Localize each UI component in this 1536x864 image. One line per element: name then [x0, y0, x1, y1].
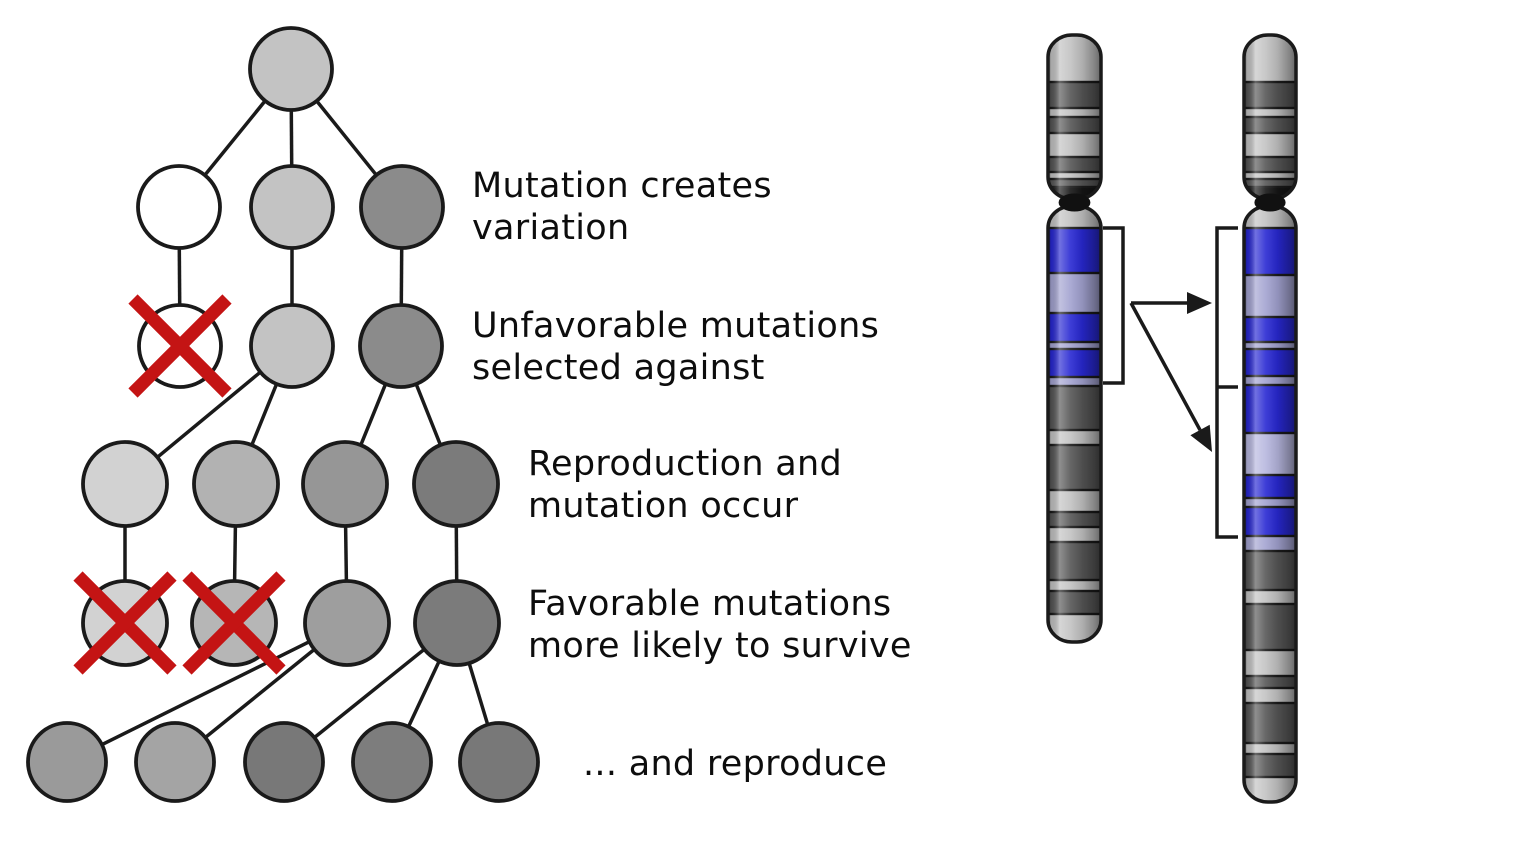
stage-label-unfavorable-line2: selected against: [472, 348, 765, 388]
tree-node: [358, 303, 444, 389]
tree-node: [413, 579, 501, 667]
chromosome-right-arm-0: [1244, 35, 1296, 199]
chromosome-right: [1242, 33, 1298, 804]
stage-label-mutation-creates-line2: variation: [472, 208, 629, 248]
tree-node: [134, 721, 216, 803]
stage-labels: Mutation creates variation Unfavorable m…: [472, 166, 912, 784]
cross-mark-stroke: [182, 571, 286, 675]
metallic-sheen: [1244, 206, 1296, 802]
tree-node: [26, 721, 108, 803]
bracket-target-region: [1215, 226, 1238, 539]
tree-node: [136, 164, 222, 250]
tree-node: [249, 303, 335, 389]
brackets: [1103, 226, 1238, 539]
metallic-sheen: [1048, 206, 1101, 642]
tree-node: [81, 440, 169, 528]
tree-node: [192, 440, 280, 528]
stage-label-favorable-line1: Favorable mutations: [528, 584, 891, 624]
tree-node: [249, 164, 335, 250]
stage-label-mutation-creates-line1: Mutation creates: [472, 166, 772, 206]
cross-mark-stroke: [73, 571, 177, 675]
stage-label-favorable-line2: more likely to survive: [528, 626, 912, 666]
tree-edge: [66, 621, 348, 764]
tree-node: [412, 440, 500, 528]
stage-label-reproduction-line1: Reproduction and: [528, 444, 842, 484]
tree-node: [248, 26, 334, 112]
duplication-arrows: [1129, 292, 1212, 452]
centromere: [1254, 193, 1286, 212]
copy-arrow-upper-head: [1187, 292, 1212, 314]
chromosome-left: [1046, 33, 1103, 644]
tree-node: [351, 721, 433, 803]
copy-arrow-lower-head: [1190, 424, 1212, 452]
stage-label-reproduction-line2: mutation occur: [528, 486, 799, 526]
bracket-source-region: [1103, 226, 1125, 385]
chromosome-right-arm-1: [1244, 206, 1296, 802]
cross-marks: [73, 294, 286, 675]
tree-nodes: [26, 26, 540, 803]
metallic-sheen: [1244, 35, 1296, 199]
copy-arrow-lower-line: [1129, 302, 1202, 431]
chromosome-left-arm-0: [1048, 35, 1101, 199]
tree-node: [243, 721, 325, 803]
cross-mark-stroke: [128, 294, 232, 398]
stage-label-and-reproduce: ... and reproduce: [583, 744, 887, 784]
stage-label-unfavorable-line1: Unfavorable mutations: [472, 306, 879, 346]
tree-node: [458, 721, 540, 803]
tree-node: [359, 164, 445, 250]
tree-node: [303, 579, 391, 667]
centromere: [1058, 193, 1091, 212]
metallic-sheen: [1048, 35, 1101, 199]
tree-node: [301, 440, 389, 528]
chromosome-left-arm-1: [1048, 206, 1101, 642]
